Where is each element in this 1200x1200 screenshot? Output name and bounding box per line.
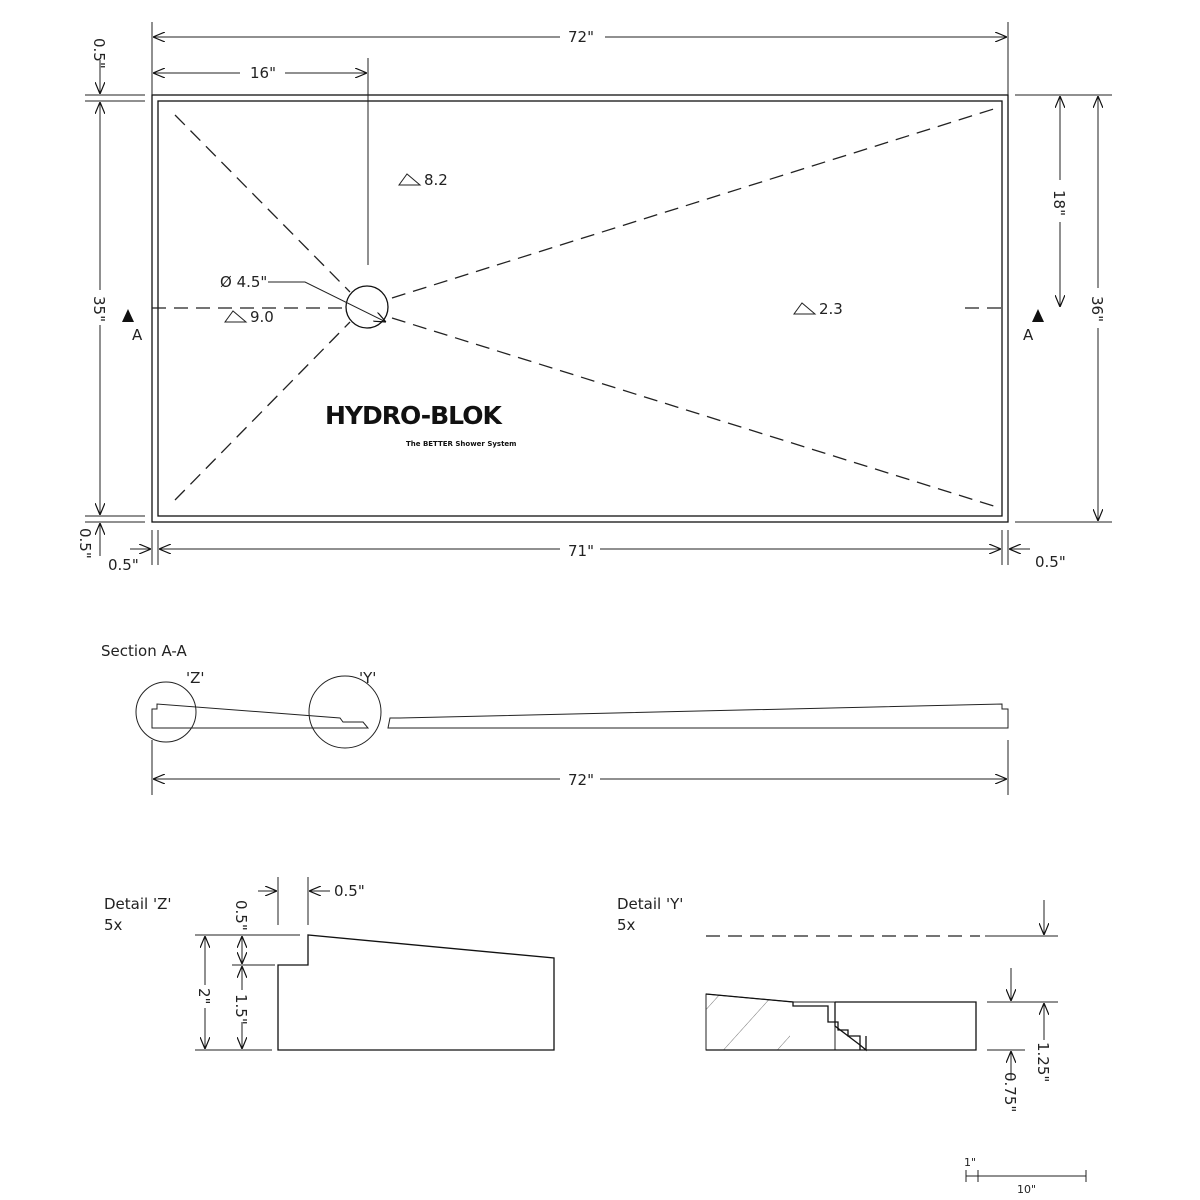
svg-text:HYDRO-BLOK: HYDRO-BLOK	[325, 401, 503, 430]
slope-9-0: 9.0	[224, 308, 274, 326]
detail-y-profile	[706, 1001, 977, 1051]
slope-line	[391, 106, 1001, 299]
dim-drain-to-edge: 18"	[1050, 190, 1068, 216]
detail-z: Detail 'Z' 5x 0.5" 0.5" 2" 1.5"	[104, 877, 555, 1051]
section-arrow-icon	[1032, 309, 1044, 322]
section-title: Section A-A	[101, 642, 188, 660]
section-marker-right: A	[1023, 326, 1034, 344]
slope-line	[391, 317, 1001, 509]
slope-2-3: 2.3	[793, 300, 843, 318]
dim-y-height-b: 0.75"	[1001, 1072, 1019, 1112]
dim-drain-offset: 16"	[250, 64, 276, 82]
dim-right-lip: 0.5"	[1035, 553, 1066, 571]
detail-y-callout: 'Y'	[359, 669, 376, 687]
dim-top-lip: 0.5"	[90, 38, 108, 69]
detail-y: Detail 'Y' 5x 1.25" 0.75"	[617, 895, 1058, 1112]
detail-y-circle	[308, 675, 382, 749]
dim-overall-width: 36"	[1088, 296, 1106, 322]
section-arrow-icon	[122, 309, 134, 322]
dim-bottom-lip: 0.5"	[76, 528, 94, 559]
slope-icon	[793, 302, 817, 315]
scale-large: 10"	[1017, 1183, 1036, 1196]
detail-y-title: Detail 'Y'	[617, 895, 683, 913]
section-a-a: Section A-A 'Z' 'Y' 72"	[101, 642, 1009, 795]
dim-z-base-height: 1.5"	[232, 994, 250, 1025]
dim-overall-length: 72"	[568, 28, 594, 46]
slope-line	[174, 321, 351, 501]
dim-z-lip-width: 0.5"	[334, 882, 365, 900]
detail-z-circle	[135, 681, 197, 743]
scale-bar: 1" 10"	[964, 1156, 1087, 1196]
detail-z-scale: 5x	[104, 916, 123, 934]
drain-circle	[345, 285, 389, 329]
detail-z-callout: 'Z'	[186, 669, 205, 687]
slope-icon	[398, 173, 422, 186]
drain-diameter-label: Ø 4.5"	[220, 273, 267, 291]
dim-z-lip-height: 0.5"	[232, 900, 250, 931]
detail-y-scale: 5x	[617, 916, 636, 934]
plan-view: Ø 4.5" 8.2 9.0 2.3 HYDRO-BLOK The BETTER…	[76, 22, 1112, 574]
svg-text:The BETTER Shower System: The BETTER Shower System	[406, 440, 516, 448]
section-length: 72"	[568, 771, 594, 789]
section-profile-right	[387, 703, 1009, 729]
hydro-blok-logo: HYDRO-BLOK The BETTER Shower System	[325, 401, 516, 448]
dim-inner-width: 35"	[90, 296, 108, 322]
dim-inner-length: 71"	[568, 542, 594, 560]
dim-y-height-a: 1.25"	[1034, 1042, 1052, 1082]
svg-text:2.3: 2.3	[819, 300, 843, 318]
svg-text:8.2: 8.2	[424, 171, 448, 189]
svg-text:9.0: 9.0	[250, 308, 274, 326]
detail-z-title: Detail 'Z'	[104, 895, 171, 913]
dim-left-lip: 0.5"	[108, 556, 139, 574]
scale-small: 1"	[964, 1156, 976, 1169]
slope-line	[174, 114, 351, 293]
slope-icon	[224, 310, 248, 323]
pan-outline	[151, 94, 1009, 523]
dim-z-total-height: 2"	[195, 988, 213, 1004]
section-profile-left	[151, 703, 370, 729]
section-marker-left: A	[132, 326, 143, 344]
drain-leader	[268, 281, 386, 322]
slope-8-2: 8.2	[398, 171, 448, 189]
detail-z-profile	[277, 934, 555, 1051]
